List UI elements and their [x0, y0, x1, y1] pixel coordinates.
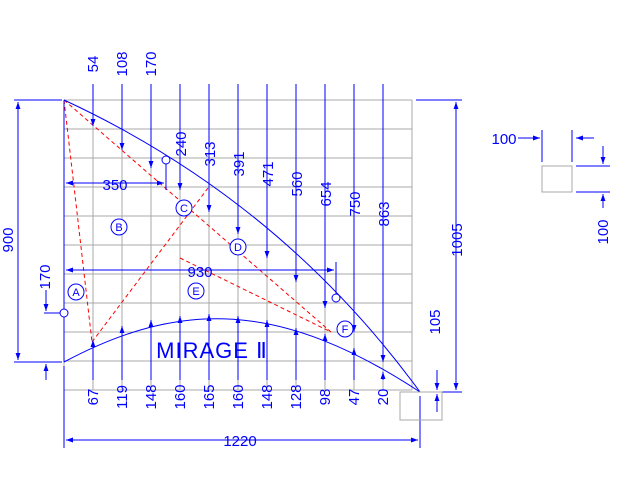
width-1220-label: 1220 — [223, 433, 256, 450]
top-dim-label: 108 — [114, 51, 131, 76]
svg-text:A: A — [72, 287, 80, 299]
zone-a: A — [67, 283, 85, 301]
svg-text:D: D — [234, 242, 242, 254]
svg-text:F: F — [342, 324, 349, 336]
bottom-dimension-labels: 67 119 148 160 165 160 148 128 98 47 20 — [85, 384, 392, 409]
inset-width-label: 100 — [491, 131, 516, 148]
trailing-edge-curve — [63, 318, 421, 393]
leading-edge-curve — [63, 99, 421, 393]
zone-f: F — [336, 320, 354, 338]
top-dim-label: 471 — [260, 161, 277, 186]
bottom-dim-label: 98 — [317, 389, 334, 406]
top-dimension-labels: 54 108 170 240 313 391 471 560 654 750 863 — [85, 51, 393, 226]
top-dim-label: 863 — [376, 201, 393, 226]
construction-lines — [63, 99, 332, 343]
zone-labels: A B C D E F — [67, 199, 354, 338]
top-dim-label: 654 — [318, 181, 335, 206]
bottom-dim-label: 160 — [172, 384, 189, 409]
inset-square — [541, 165, 573, 193]
top-dim-label: 54 — [85, 56, 102, 73]
bottom-dim-label: 20 — [375, 389, 392, 406]
bottom-dim-label: 128 — [288, 384, 305, 409]
inset-height-label: 100 — [595, 219, 612, 244]
top-dim-label: 560 — [289, 171, 306, 196]
bottom-dim-label: 47 — [346, 389, 363, 406]
zone-c: C — [175, 199, 193, 217]
top-dim-label: 240 — [173, 131, 190, 156]
svg-text:E: E — [192, 286, 199, 298]
zone-d: D — [229, 238, 247, 256]
svg-text:C: C — [180, 203, 188, 215]
inset-detail: 100 100 — [491, 130, 612, 245]
overall-dimensions — [14, 99, 462, 448]
bottom-dim-label: 119 — [114, 385, 131, 409]
top-dim-label: 313 — [202, 141, 219, 166]
bottom-dim-label: 67 — [85, 389, 102, 406]
dimension-lines — [90, 84, 386, 380]
bottom-dim-label: 148 — [259, 384, 276, 409]
zone-b: B — [110, 218, 128, 236]
reference-points — [59, 155, 341, 318]
top-dim-label: 391 — [231, 151, 248, 176]
bottom-dim-label: 165 — [201, 384, 218, 409]
bottom-dim-label: 160 — [230, 384, 247, 409]
height-900-label: 900 — [0, 227, 17, 252]
offset-170-label: 170 — [37, 264, 54, 289]
svg-text:B: B — [115, 222, 122, 234]
zone-e: E — [187, 282, 205, 300]
right-height-1005-label: 1005 — [449, 223, 466, 256]
wing-outline — [63, 99, 421, 393]
span-930-label: 930 — [187, 264, 212, 281]
top-dim-label: 750 — [347, 191, 364, 216]
cg-350-label: 350 — [102, 177, 127, 194]
bottom-dim-label: 148 — [143, 384, 160, 409]
top-dim-label: 170 — [143, 51, 160, 76]
drawing-title: MIRAGE Ⅱ — [156, 338, 268, 363]
tip-105-label: 105 — [427, 309, 444, 334]
